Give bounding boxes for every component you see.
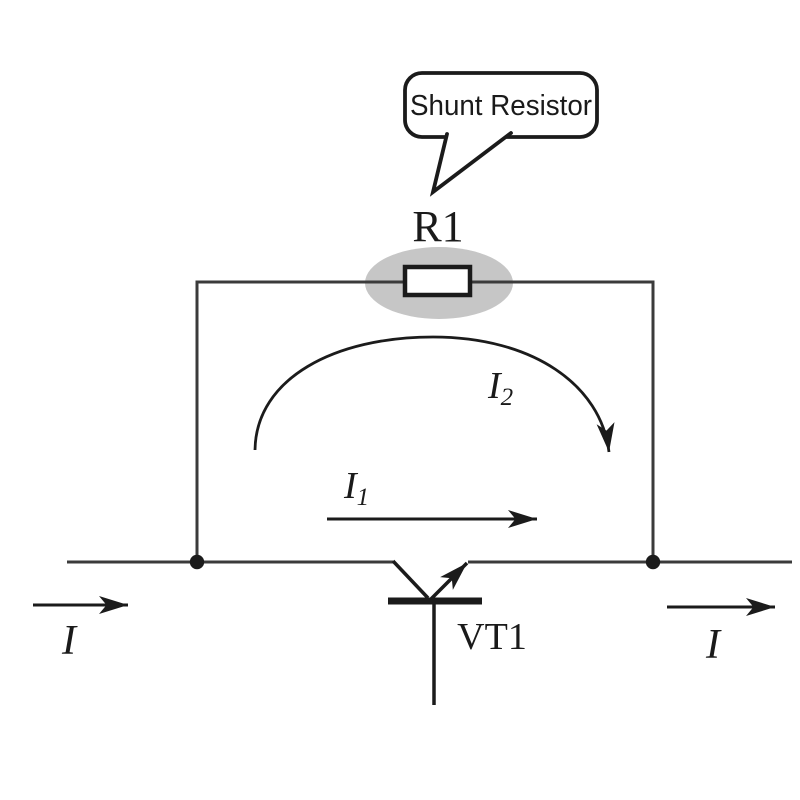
- junction-dot-left: [189, 554, 205, 570]
- transistor-collector: [391, 559, 430, 600]
- transistor-label: VT1: [457, 616, 527, 658]
- i1-base: I: [343, 465, 359, 507]
- resistor-label: R1: [412, 202, 463, 251]
- current-label-i2: I2: [487, 365, 513, 411]
- callout-tail: [429, 131, 513, 197]
- transistor-emitter-arrow: [429, 561, 469, 601]
- callout-label: Shunt Resistor: [410, 90, 592, 122]
- input-current-label: I: [61, 618, 78, 664]
- shunt-resistor-callout: Shunt Resistor: [403, 71, 599, 197]
- output-current-label: I: [705, 622, 722, 668]
- i2-subscript: 2: [501, 384, 514, 411]
- current-arc-i2: [253, 335, 615, 453]
- transistor-symbol: [388, 559, 482, 705]
- resistor-symbol: [402, 264, 473, 298]
- i2-base: I: [487, 365, 503, 407]
- junction-dot-right: [645, 554, 661, 570]
- current-label-i1: I1: [343, 465, 369, 511]
- i1-subscript: 1: [357, 484, 370, 511]
